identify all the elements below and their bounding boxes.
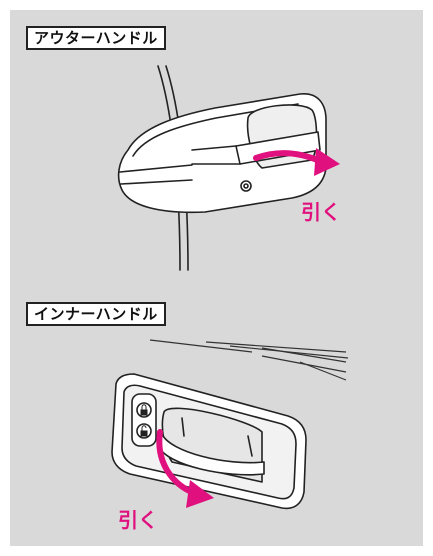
inner-handle-title: インナーハンドル [26, 302, 166, 326]
inner-window-lines [150, 340, 348, 380]
inner-pull-label: 引く [118, 504, 158, 533]
outer-pull-label: 引く [301, 196, 341, 225]
inner-handle-illustration [112, 374, 306, 508]
outer-handle-illustration [119, 66, 326, 270]
outer-handle-title: アウターハンドル [26, 26, 166, 50]
